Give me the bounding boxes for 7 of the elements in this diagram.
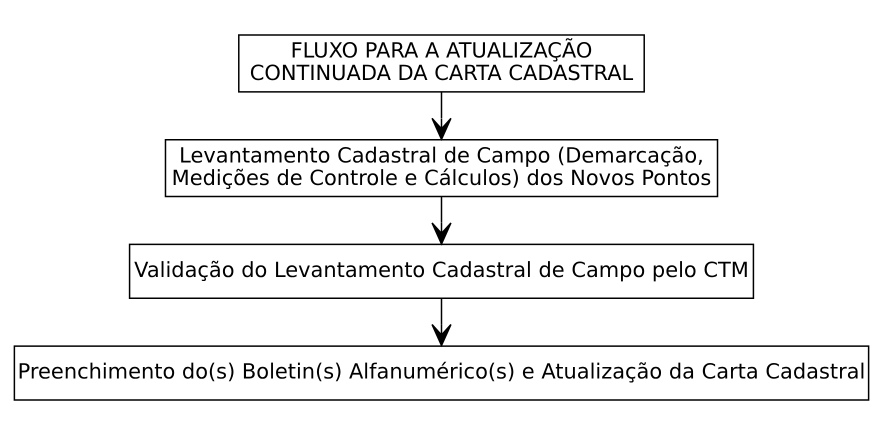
arrow [431,298,452,346]
arrow [431,92,452,140]
node-box: Preenchimento do(s) Boletin(s) Alfanumérico(s) e Atualização da Carta Cadastral [14,345,870,401]
node-box: FLUXO PARA A ATUALIZAÇÃO CONTINUADA DA CARTA CADASTRAL [238,34,645,93]
arrow [431,197,452,245]
node-box: Levantamento Cadastral de Campo (Demarcação, Medições de Controle e Cálculos) dos Novos Pontos [164,138,718,198]
node-box: Validação do Levantamento Cadastral de Campo pelo CTM [128,244,754,300]
